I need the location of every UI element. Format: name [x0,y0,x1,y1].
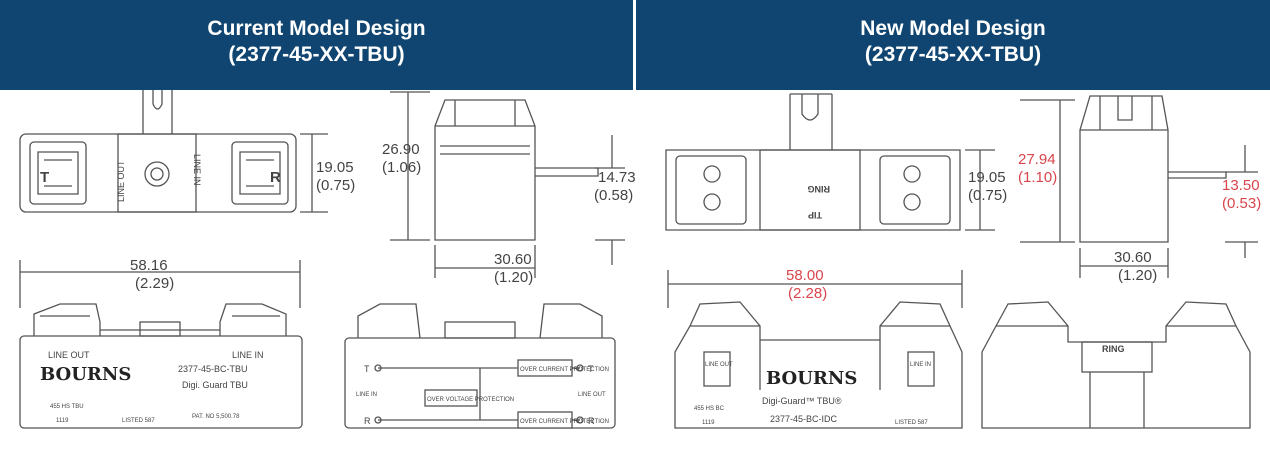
header-divider [633,0,636,90]
current-side-width-in: (1.20) [494,269,533,286]
label-line-out: LINE OUT [116,160,126,202]
current-product-name: Digi. Guard TBU [182,380,248,390]
current-side-height-in: (1.06) [382,159,421,176]
current-side-height-mm: 26.90 [382,141,420,158]
current-patent: PAT. NO 5,500.78 [192,414,240,420]
new-side-pin-in: (0.53) [1222,195,1261,212]
current-side-width-mm: 30.60 [494,251,532,268]
new-subtitle: (2377-45-XX-TBU) [864,43,1042,66]
current-top-view [19,90,328,213]
new-ul-listing: LISTED 587 [895,420,928,426]
new-brand-logo: BOURNS [766,368,857,389]
new-part-code: 455 HS BC [694,406,725,412]
schematic-box-over-current-top: OVER CURRENT PROTECTION [520,367,609,373]
label-line-in: LINE IN [192,154,202,186]
new-side-width-in: (1.20) [1118,267,1157,284]
label-t: T [40,169,49,186]
schematic-r-right: R [588,416,595,426]
new-rear-ring-label: RING [1102,344,1125,354]
technical-drawings: T R LINE OUT LINE IN 19.05 (0.75) 26.90 … [19,90,1261,429]
current-top-height-in: (0.75) [316,177,355,194]
current-part-code: 455 HS TBU [50,404,84,410]
schematic-r-left: R [364,416,371,426]
new-side-height-mm: 27.94 [1018,151,1056,168]
current-side-pin-in: (0.58) [594,187,633,204]
new-side-pin-mm: 13.50 [1222,177,1260,194]
front-line-in: LINE IN [232,350,264,360]
new-side-width-mm: 30.60 [1114,249,1152,266]
new-date-code: 1119 [702,420,715,426]
new-model-number: 2377-45-BC-IDC [770,414,838,424]
current-date-code: 1119 [56,418,69,424]
current-title: Current Model Design [207,17,426,40]
new-front-line-in: LINE IN [910,362,931,368]
new-rear-view [981,301,1251,429]
new-top-ring-label: RING [808,184,831,194]
current-side-view [390,91,625,278]
new-top-height-mm: 19.05 [968,169,1006,186]
schematic-box-over-current-bottom: OVER CURRENT PROTECTION [520,419,609,425]
current-front-width-in: (2.29) [135,275,174,292]
schematic-t-right: T [588,364,594,374]
new-top-view [665,93,995,231]
label-r: R [270,169,281,186]
current-model-number: 2377-45-BC-TBU [178,364,248,374]
new-side-view [1020,95,1258,278]
schematic-line-out: LINE OUT [578,392,606,398]
current-brand-logo: BOURNS [40,364,131,385]
new-front-view [667,270,963,429]
new-top-height-in: (0.75) [968,187,1007,204]
current-schematic-view [344,303,616,429]
current-front-width-mm: 58.16 [130,257,168,274]
schematic-box-over-voltage: OVER VOLTAGE PROTECTION [427,397,514,403]
new-side-height-in: (1.10) [1018,169,1057,186]
header-current-model: Current Model Design (2377-45-XX-TBU) [0,0,633,90]
front-line-out: LINE OUT [48,350,90,360]
current-subtitle: (2377-45-XX-TBU) [228,43,405,66]
new-front-width-in: (2.28) [788,285,827,302]
drawing-area: T R LINE OUT LINE IN 19.05 (0.75) 26.90 … [0,90,1270,448]
current-front-view [19,260,303,429]
new-front-line-out: LINE OUT [705,362,733,368]
current-side-pin-mm: 14.73 [598,169,636,186]
current-top-height-mm: 19.05 [316,159,354,176]
new-product-name: Digi-Guard™ TBU® [762,396,842,406]
current-ul-listing: LISTED 587 [122,418,155,424]
new-front-width-mm: 58.00 [786,267,824,284]
new-title: New Model Design [860,17,1046,40]
header-new-model: New Model Design (2377-45-XX-TBU) [636,0,1270,90]
schematic-line-in: LINE IN [356,392,377,398]
new-top-tip-label: TIP [808,210,822,220]
schematic-t-left: T [364,364,370,374]
